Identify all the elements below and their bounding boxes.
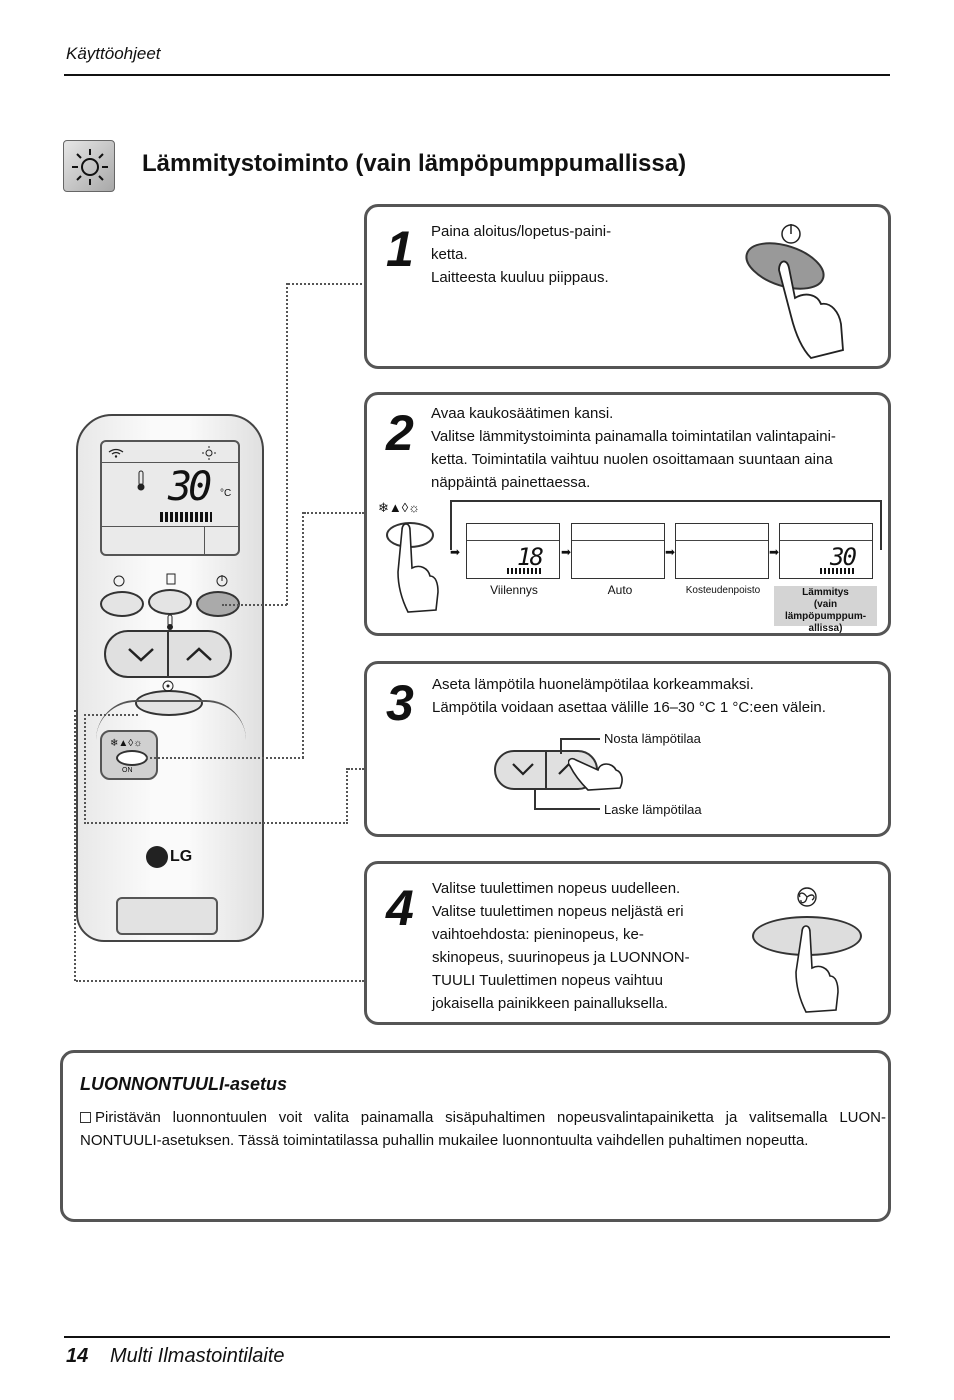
temp-down-icon[interactable] <box>510 760 536 778</box>
mode-icons: ❄▲◊☼ <box>378 500 421 515</box>
jet-icon <box>166 573 176 585</box>
checkbox-bullet-icon <box>80 1112 91 1123</box>
swing-icon <box>113 575 125 587</box>
temp-up-icon[interactable] <box>184 644 214 664</box>
remote-lcd-unit: °C <box>220 488 232 499</box>
arrow-icon: ➡ <box>561 545 572 559</box>
remote-jet-button[interactable] <box>148 589 192 615</box>
remote-lcd-temp: 30 <box>168 464 212 510</box>
hand-press-temp-icon <box>568 757 623 791</box>
step-3-box <box>364 661 891 837</box>
mode-label-dry: Kosteudenpoisto <box>685 585 761 596</box>
running-header: Käyttöohjeet <box>66 44 161 63</box>
remote-battery-cover <box>116 897 218 935</box>
temp-up-label: Nosta lämpötilaa <box>604 731 701 746</box>
thermometer-icon <box>137 470 145 491</box>
power-icon <box>216 575 228 587</box>
step-3-number: 3 <box>386 675 414 731</box>
remote-on-label: ON <box>122 767 133 774</box>
note-box <box>60 1050 891 1222</box>
heating-sun-icon <box>63 140 115 192</box>
mode-icons-small: ❄▲◊☼ <box>110 738 143 749</box>
hand-press-power-icon <box>745 224 844 359</box>
mode-label-auto: Auto <box>607 583 633 597</box>
step-3-text: Aseta lämpötila huonelämpötilaa korkeamm… <box>432 676 826 716</box>
arrow-icon: ➡ <box>769 545 780 559</box>
page-number: 14 <box>66 1345 89 1367</box>
note-text: Piristävän luonnontuulen voit valita pai… <box>80 1109 886 1149</box>
step-1-text: Paina aloitus/lopetus-paini-ketta.Laitte… <box>431 223 612 286</box>
remote-mode-button[interactable] <box>116 750 148 766</box>
note-title: LUONNONTUULI-asetus <box>80 1074 288 1094</box>
mode-display-heating: 30 <box>779 523 873 579</box>
temp-down-icon[interactable] <box>126 644 156 664</box>
step-2-text: Avaa kaukosäätimen kansi.Valitse lämmity… <box>431 405 836 491</box>
mode-display-cooling: 18 <box>466 523 560 579</box>
fan-level-bars <box>160 512 212 522</box>
remote-swing-button[interactable] <box>100 591 144 617</box>
wifi-signal-icon <box>108 448 124 458</box>
fan-icon <box>797 887 817 907</box>
arrow-icon: ➡ <box>450 545 461 559</box>
remote-thermometer-icon <box>167 614 173 630</box>
footer-title: Multi Ilmastointilaite <box>110 1345 285 1367</box>
sun-mode-icon <box>202 446 216 460</box>
mode-label-cooling: Viilennys <box>490 583 538 597</box>
mode-display-dry <box>675 523 769 579</box>
step-2-number: 2 <box>386 405 414 461</box>
header-rule <box>64 74 890 76</box>
page-title: Lämmitystoiminto (vain lämpöpumppumallis… <box>142 150 687 177</box>
step-4-number: 4 <box>386 880 414 936</box>
mode-display-auto <box>571 523 665 579</box>
hand-press-mode-icon <box>397 523 439 613</box>
lg-logo <box>146 846 168 868</box>
remote-display: 30 °C <box>100 440 240 556</box>
step-1-number: 1 <box>386 221 414 277</box>
step-4-text: Valitse tuulettimen nopeus uudelleen.Val… <box>432 880 690 1012</box>
footer-rule <box>64 1336 890 1338</box>
arrow-icon: ➡ <box>665 545 676 559</box>
remote-brand: LG <box>170 848 193 865</box>
mode-label-heating: Lämmitys (vain lämpöpumppum- allissa) <box>774 586 877 634</box>
hand-press-fan-icon <box>795 925 839 1013</box>
temp-down-label: Laske lämpötilaa <box>604 802 702 817</box>
fan-icon <box>162 680 174 692</box>
